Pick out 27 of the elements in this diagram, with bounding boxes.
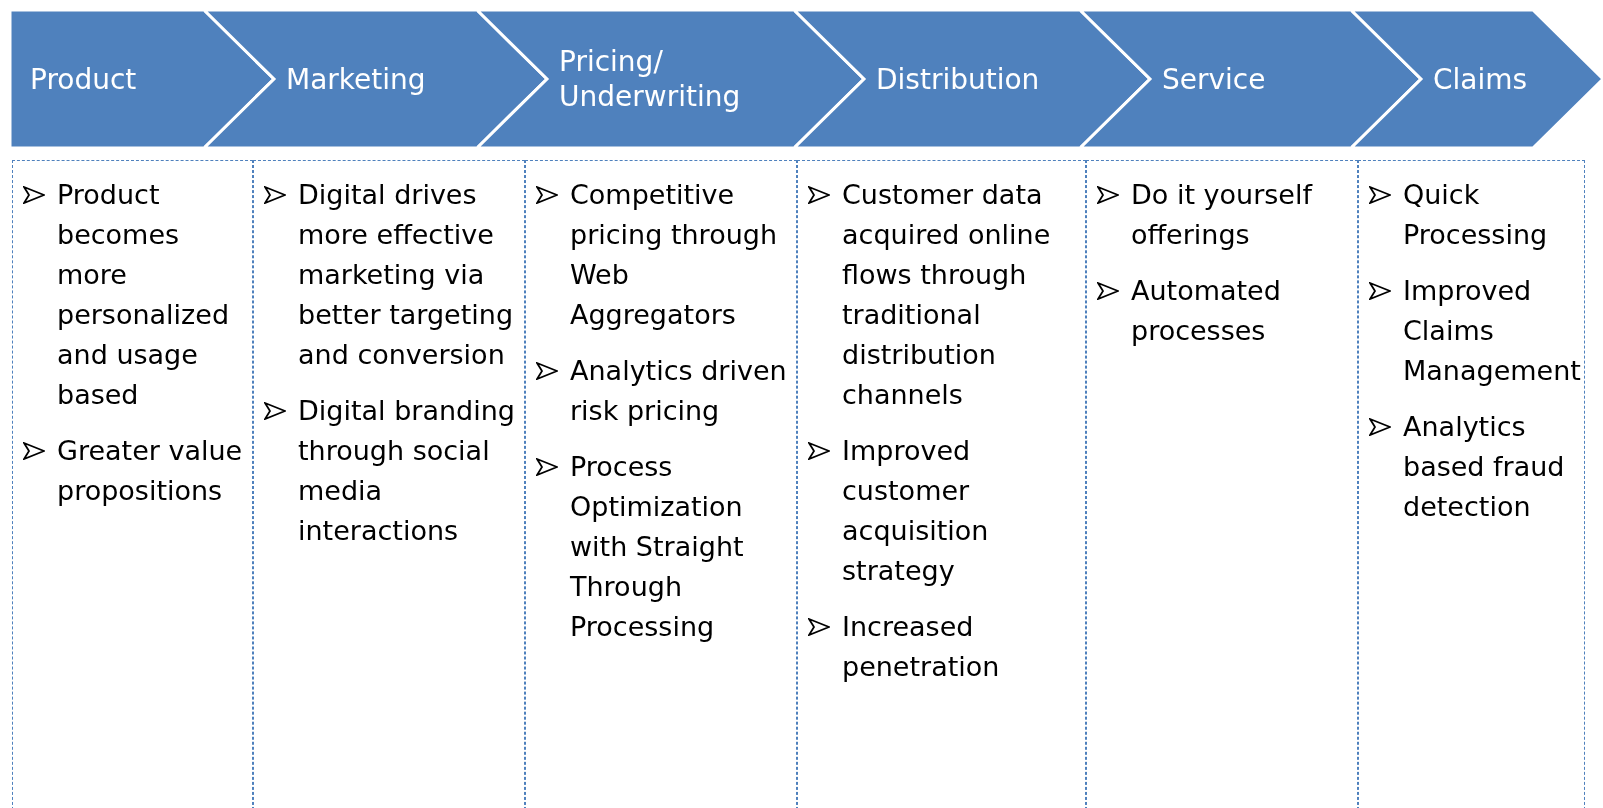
bullet-text: Analytics driven risk pricing [570,354,788,428]
bullet-text: Digital drives more effective marketing via better targeting and conversion [298,178,515,372]
bullet-text: Process Optimization with Straight Through Processing [570,450,745,644]
column-panel [797,160,1086,808]
bullet-text: Competitive pricing through Web Aggregators [570,178,778,332]
bullet-text: Product becomes more personalized and usage based [57,178,231,412]
stage-label: Product [30,61,138,97]
bullet-text: Analytics based fraud detection [1403,410,1566,524]
column-panel [1358,160,1585,808]
column-panel [253,160,525,808]
column-panel [525,160,797,808]
bullet-text: Increased penetration [842,610,1001,684]
stage-label: Distribution [876,61,1041,97]
column-panel [12,160,253,808]
bullet-text: Customer data acquired online flows through traditional distribution channels [842,178,1052,412]
stage-label: Service [1162,61,1267,97]
bullet-text: Improved Claims Management [1403,274,1581,388]
stage-label: Claims [1433,61,1529,97]
bullet-text: Quick Processing [1403,178,1549,252]
bullet-text: Digital branding through social media interactions [298,394,516,548]
stage-label: Marketing [286,61,427,97]
bullet-text: Do it yourself offerings [1131,178,1314,252]
column-panel [1086,160,1358,808]
stage-label: Pricing/ Underwriting [559,44,742,114]
bullet-text: Automated processes [1131,274,1282,348]
bullet-text: Improved customer acquisition strategy [842,434,990,588]
bullet-text: Greater value propositions [57,434,244,508]
